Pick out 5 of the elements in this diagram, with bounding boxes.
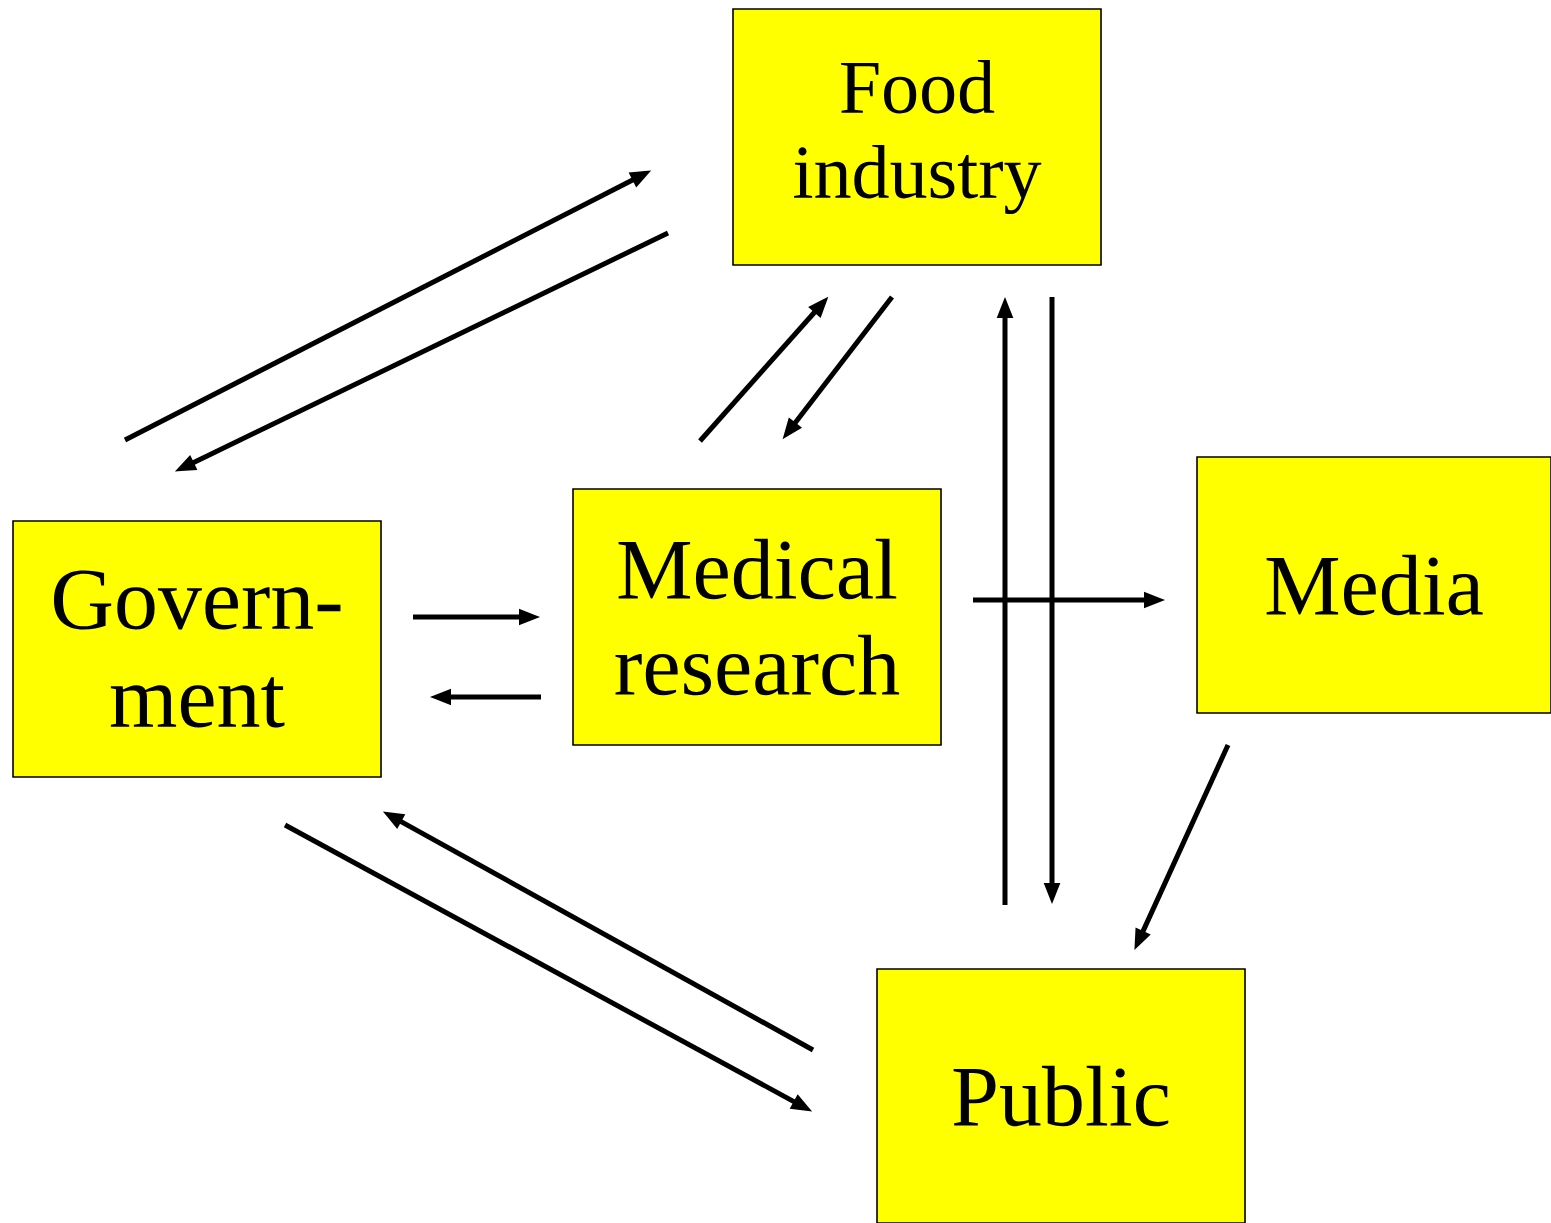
process-box: Govern- ment [12,520,382,778]
process-box: Media [1196,456,1551,714]
process-box: Medical research [572,488,942,746]
process-box: Food industry [732,8,1102,266]
process-box: Public [876,968,1246,1223]
